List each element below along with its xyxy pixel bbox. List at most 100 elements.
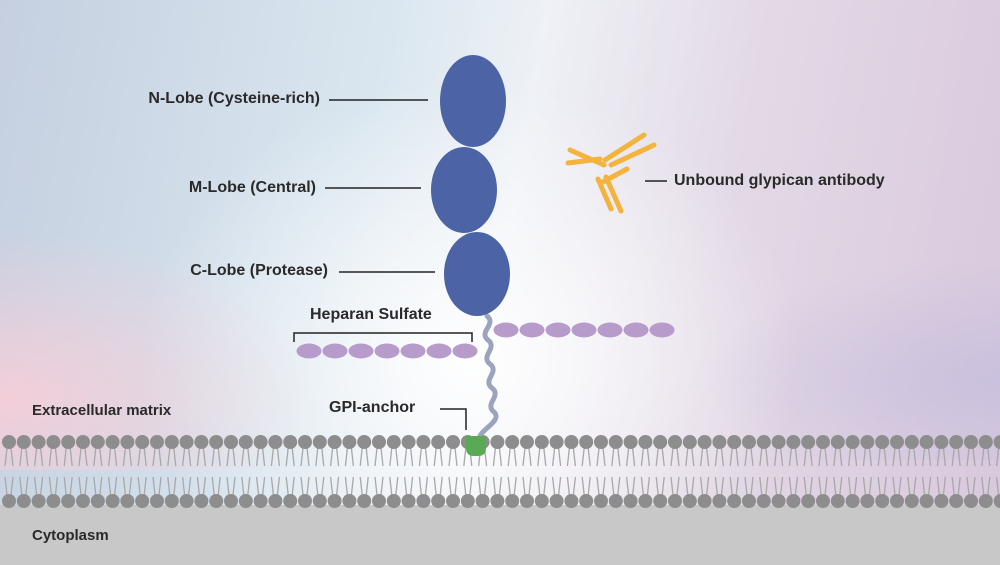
lipid-tail bbox=[898, 447, 902, 467]
lipid-tail bbox=[300, 476, 304, 496]
lipid-tail bbox=[350, 447, 355, 467]
lipid-tail bbox=[344, 447, 349, 467]
lipid-tail bbox=[128, 447, 133, 467]
lipid-tail bbox=[676, 447, 680, 467]
lipid-tail bbox=[951, 447, 955, 467]
lipid-tail bbox=[321, 476, 325, 496]
lipid-tail bbox=[196, 447, 201, 467]
lipid-tail bbox=[181, 476, 186, 496]
lipid-tail bbox=[803, 476, 807, 496]
lipid-tail bbox=[714, 447, 719, 467]
lipid-tail bbox=[137, 447, 141, 467]
lipid-tail bbox=[921, 447, 926, 467]
lipid-head bbox=[46, 435, 61, 449]
lipid-head bbox=[520, 435, 534, 449]
lipid-tail bbox=[646, 476, 651, 496]
lipid-tail bbox=[951, 476, 955, 496]
lipid-head bbox=[179, 494, 194, 508]
lipid-head bbox=[742, 494, 756, 508]
lipid-tail bbox=[640, 447, 645, 467]
lipid-tail bbox=[448, 476, 452, 496]
lipid-tail bbox=[409, 476, 414, 496]
lipid-tail bbox=[617, 447, 621, 467]
lipid-tail bbox=[631, 447, 636, 467]
heparan-sulfate-unit bbox=[493, 322, 519, 338]
lipid-tail bbox=[818, 476, 822, 496]
lipid-tail bbox=[270, 476, 275, 496]
cytoplasm-region bbox=[0, 505, 1000, 565]
lipid-head bbox=[875, 494, 890, 508]
lipid-head bbox=[845, 435, 860, 449]
lipid-head bbox=[238, 494, 253, 508]
lipid-tail bbox=[987, 476, 991, 496]
lipid-tail bbox=[528, 476, 532, 496]
lipid-head bbox=[431, 494, 446, 508]
lipid-tail bbox=[957, 476, 961, 496]
lipid-tail bbox=[463, 447, 467, 467]
lipid-tail bbox=[773, 476, 778, 496]
lipid-tail bbox=[403, 476, 408, 496]
lipid-head bbox=[46, 494, 61, 508]
lipid-head bbox=[209, 494, 224, 508]
lipid-tail bbox=[329, 476, 334, 496]
lipid-tail bbox=[853, 447, 858, 467]
lipid-tail bbox=[374, 476, 378, 496]
lipid-tail bbox=[335, 447, 340, 467]
lipid-tail bbox=[181, 447, 186, 467]
gpi-anchor-label: GPI-anchor bbox=[329, 399, 416, 416]
lipid-tail bbox=[99, 447, 103, 467]
lipid-tail bbox=[862, 476, 867, 496]
lipid-tail bbox=[646, 447, 651, 467]
heparan-sulfate-unit bbox=[597, 322, 623, 338]
lipid-tail bbox=[537, 447, 541, 467]
lipid-tail bbox=[433, 447, 437, 467]
lipid-head bbox=[164, 494, 179, 508]
lipid-tail bbox=[276, 447, 281, 467]
lipid-head bbox=[964, 435, 978, 449]
lipid-tail bbox=[39, 447, 44, 467]
lipid-tail bbox=[587, 476, 591, 496]
lipid-tail bbox=[448, 447, 452, 467]
lipid-tail bbox=[631, 476, 636, 496]
lipid-tail bbox=[759, 476, 763, 496]
lipid-tail bbox=[699, 476, 704, 496]
heparan-sulfate-unit bbox=[374, 343, 400, 359]
lipid-tail bbox=[655, 447, 659, 467]
lipid-tail bbox=[617, 476, 621, 496]
lipid-tail bbox=[93, 447, 97, 467]
lipid-tail bbox=[572, 476, 577, 496]
lipid-tail bbox=[196, 476, 201, 496]
lipid-tail bbox=[557, 476, 562, 496]
lipid-head bbox=[327, 435, 342, 449]
lipid-tail bbox=[395, 476, 399, 496]
lipid-head bbox=[2, 435, 16, 449]
lipid-tail bbox=[418, 476, 423, 496]
lipid-tail bbox=[48, 476, 53, 496]
lipid-tail bbox=[19, 476, 23, 496]
lipid-tail bbox=[33, 447, 38, 467]
lipid-head bbox=[786, 435, 801, 449]
lipid-head bbox=[697, 435, 712, 449]
lipid-tail bbox=[551, 476, 556, 496]
lipid-head bbox=[638, 494, 653, 508]
lipid-tail bbox=[454, 476, 458, 496]
lipid-tail bbox=[143, 476, 147, 496]
lipid-tail bbox=[720, 447, 725, 467]
lipid-tail bbox=[566, 476, 571, 496]
lipid-head bbox=[16, 494, 31, 508]
lipid-head bbox=[964, 494, 978, 508]
lipid-tail bbox=[63, 476, 67, 496]
lipid-tail bbox=[898, 476, 902, 496]
lipid-tail bbox=[321, 447, 325, 467]
heparan-sulfate-unit bbox=[452, 343, 478, 359]
lipid-head bbox=[357, 435, 372, 449]
lipid-tail bbox=[167, 447, 171, 467]
lipid-tail bbox=[19, 447, 23, 467]
lipid-tail bbox=[907, 447, 911, 467]
lipid-tail bbox=[173, 476, 177, 496]
lipid-head bbox=[756, 435, 771, 449]
lipid-tail bbox=[492, 476, 497, 496]
lipid-tail bbox=[543, 447, 547, 467]
lipid-tail bbox=[365, 476, 369, 496]
lipid-tail bbox=[33, 476, 38, 496]
